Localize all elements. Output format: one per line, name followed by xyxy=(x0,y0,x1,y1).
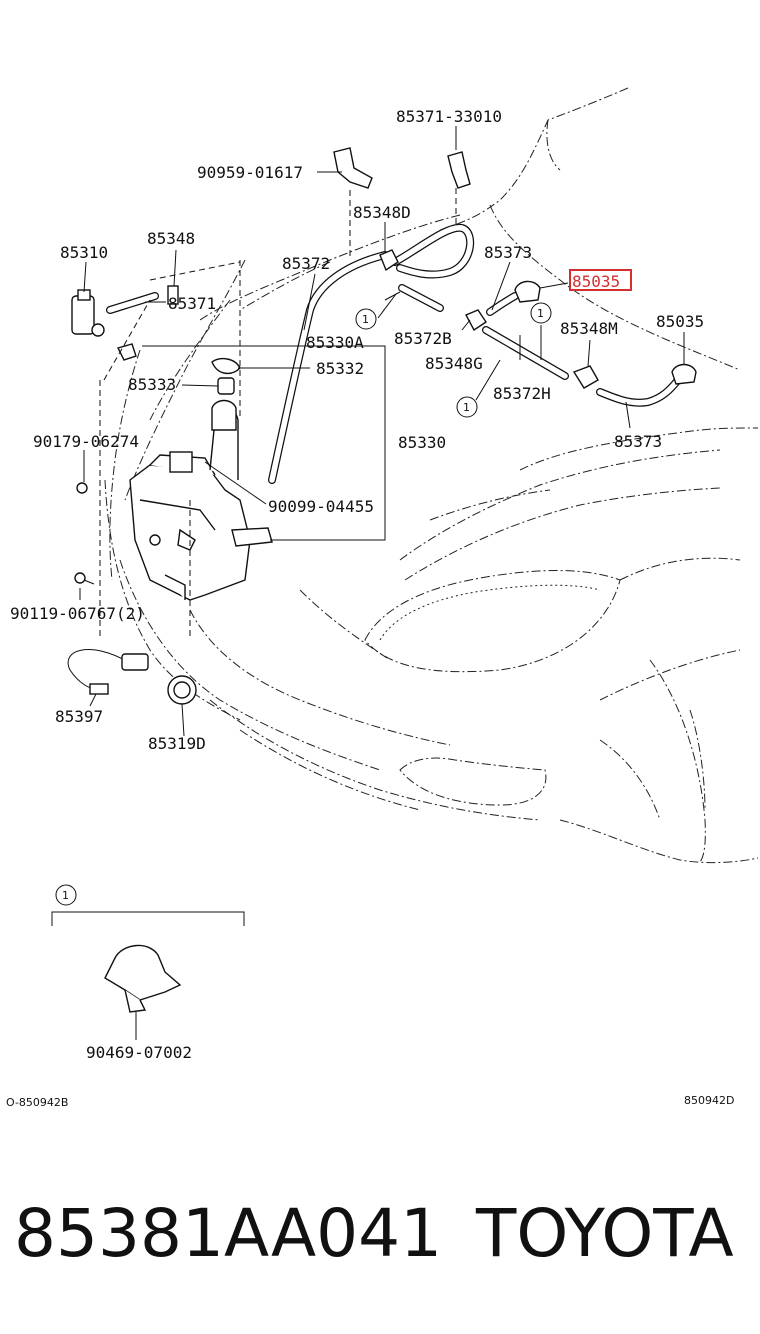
label-85373-top: 85373 xyxy=(484,243,532,262)
label-85330: 85330 xyxy=(398,433,446,452)
label-85319D: 85319D xyxy=(148,734,206,753)
check-valve-85348M xyxy=(572,365,599,389)
cap-85332 xyxy=(211,357,241,395)
callout-circles: 1 1 1 1 xyxy=(55,302,552,906)
ref-left: O-850942B xyxy=(6,1096,68,1109)
label-85372: 85372 xyxy=(282,254,330,273)
highlight-box xyxy=(569,269,632,291)
label-85330A: 85330A xyxy=(306,333,364,352)
label-85371: 85371 xyxy=(168,294,216,313)
grommet-85319D xyxy=(167,675,197,705)
washer-motor-85310 xyxy=(71,289,105,337)
label-85372B: 85372B xyxy=(394,329,452,348)
filler-neck-85330A xyxy=(211,399,237,431)
tee-85348D xyxy=(379,249,399,272)
bolt-90119 xyxy=(74,572,95,585)
label-85035: 85035 xyxy=(656,312,704,331)
label-85348D: 85348D xyxy=(353,203,411,222)
callout-1-c: 1 xyxy=(463,401,470,414)
footer-part-number: 85381AA041 xyxy=(14,1195,442,1272)
callout-1-d: 1 xyxy=(62,889,69,902)
washer-hoses xyxy=(106,223,682,484)
callout-1-a: 1 xyxy=(362,313,369,326)
leader-lines xyxy=(51,126,685,1040)
label-85310: 85310 xyxy=(60,243,108,262)
label-85371-33010: 85371-33010 xyxy=(396,107,502,126)
connector-85348G xyxy=(465,309,487,332)
label-85348: 85348 xyxy=(147,229,195,248)
nozzle-85035-top xyxy=(514,280,541,303)
clip-90469 xyxy=(104,944,182,1013)
label-90119-06767: 90119-06767(2) xyxy=(10,604,145,623)
nozzle-85035 xyxy=(671,363,697,385)
label-90099-04455: 90099-04455 xyxy=(268,497,374,516)
label-85348G: 85348G xyxy=(425,354,483,373)
part-labels: 85371-33010 90959-01617 85348D 85373 850… xyxy=(10,107,704,1062)
label-85035-highlighted[interactable]: 85035 xyxy=(572,272,620,291)
footer-brand: TOYOTA xyxy=(475,1195,734,1272)
level-sensor-85397 xyxy=(67,649,149,695)
bolt-90179 xyxy=(76,482,88,494)
clip-90959 xyxy=(333,147,373,189)
label-85332: 85332 xyxy=(316,359,364,378)
label-90959-01617: 90959-01617 xyxy=(197,163,303,182)
car-body-outline xyxy=(104,87,759,864)
label-85373-bottom: 85373 xyxy=(614,432,662,451)
clip-85371-33010 xyxy=(447,151,471,189)
ref-right: 850942D xyxy=(684,1094,734,1107)
label-85372H: 85372H xyxy=(493,384,551,403)
callout-1-b: 1 xyxy=(537,307,544,320)
label-85348M: 85348M xyxy=(560,319,618,338)
label-85333: 85333 xyxy=(128,375,176,394)
connector-85348 xyxy=(167,285,179,305)
label-90179-06274: 90179-06274 xyxy=(33,432,139,451)
label-90469-07002: 90469-07002 xyxy=(86,1043,192,1062)
label-85397: 85397 xyxy=(55,707,103,726)
grommet-85333 xyxy=(116,343,137,361)
